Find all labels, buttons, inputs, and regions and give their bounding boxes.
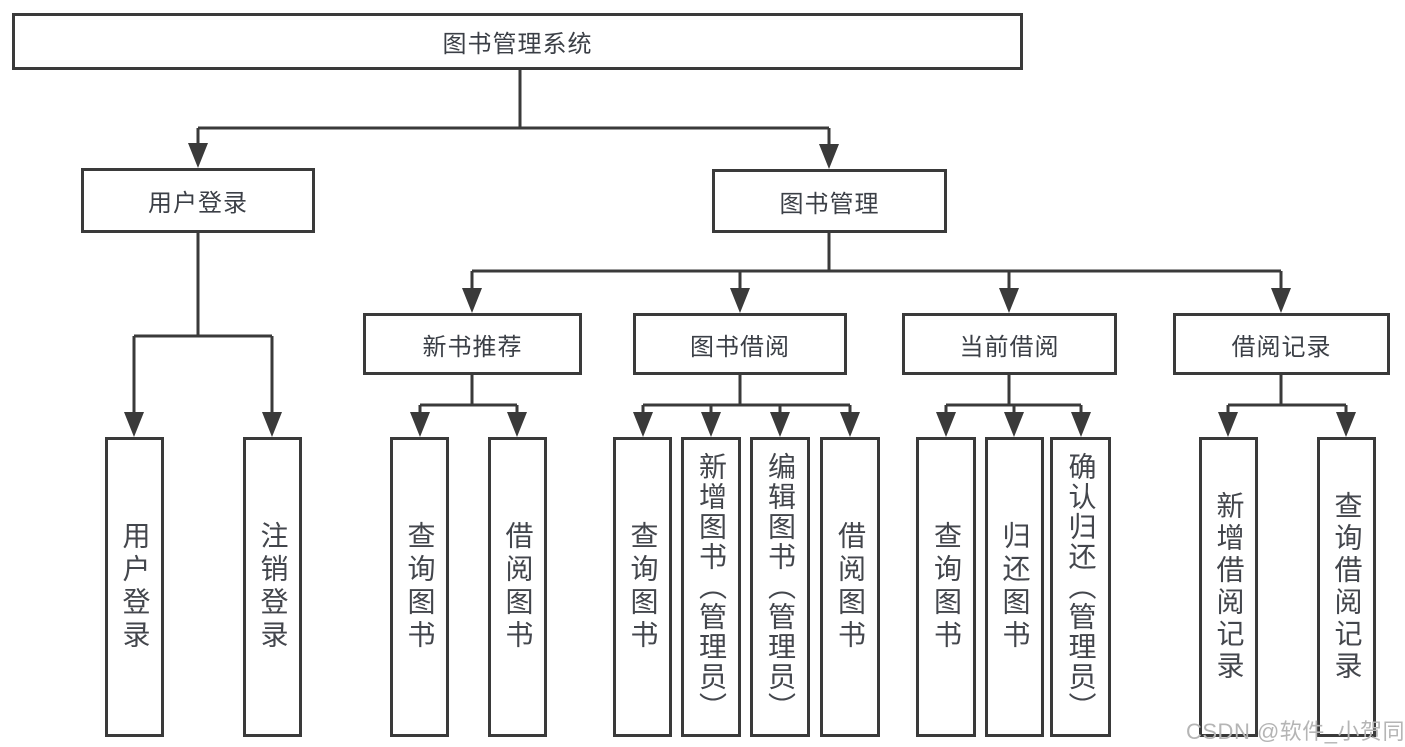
node-label: 查询借阅记录 <box>1331 491 1363 683</box>
node-leaf-edit-book-admin: 编辑图书（管理员） <box>750 437 810 737</box>
node-label: 查询图书 <box>404 521 436 653</box>
node-label: 借阅记录 <box>1231 333 1332 361</box>
node-leaf-confirm-return-admin: 确认归还（管理员） <box>1050 437 1111 737</box>
node-leaf-add-borrow-record: 新增借阅记录 <box>1199 437 1258 737</box>
node-new-book-recommend: 新书推荐 <box>363 313 582 375</box>
node-label: 归还图书 <box>999 521 1031 653</box>
node-leaf-query-borrow-record: 查询借阅记录 <box>1317 437 1376 737</box>
node-label: 查询图书 <box>931 521 962 653</box>
node-label: 图书借阅 <box>690 333 790 361</box>
node-leaf-logout: 注销登录 <box>243 437 302 737</box>
node-book-borrowing: 图书借阅 <box>633 313 847 375</box>
node-leaf-return-books: 归还图书 <box>985 437 1044 737</box>
node-label: 用户登录 <box>148 190 248 217</box>
node-current-borrowing: 当前借阅 <box>902 313 1117 375</box>
node-book-management: 图书管理 <box>712 169 947 233</box>
node-label: 图书管理 <box>779 190 880 218</box>
node-label: 确认归还（管理员） <box>1065 452 1097 722</box>
node-leaf-borrow-books-recommend: 借阅图书 <box>488 437 547 737</box>
node-label: 查询图书 <box>627 521 659 653</box>
node-label: 新增图书（管理员） <box>696 452 727 722</box>
node-label: 编辑图书（管理员） <box>765 452 796 722</box>
node-user-login-branch: 用户登录 <box>81 168 315 233</box>
node-leaf-borrow-books: 借阅图书 <box>820 437 880 737</box>
node-leaf-user-login: 用户登录 <box>105 437 164 737</box>
node-label: 图书管理系统 <box>442 31 593 58</box>
node-label: 新增借阅记录 <box>1213 491 1245 683</box>
node-leaf-query-books-recommend: 查询图书 <box>390 437 449 737</box>
node-leaf-add-book-admin: 新增图书（管理员） <box>681 437 741 737</box>
node-leaf-query-books-current: 查询图书 <box>916 437 976 737</box>
node-label: 注销登录 <box>257 521 289 653</box>
csdn-watermark: CSDN @软件_小贺同学 <box>1186 719 1405 744</box>
node-label: 当前借阅 <box>959 333 1060 361</box>
node-library-management-system: 图书管理系统 <box>12 13 1023 70</box>
node-label: 用户登录 <box>119 521 151 653</box>
node-label: 新书推荐 <box>422 333 523 361</box>
node-borrowing-records: 借阅记录 <box>1173 313 1390 375</box>
node-label: 借阅图书 <box>835 521 866 653</box>
node-leaf-query-books-borrow: 查询图书 <box>613 437 672 737</box>
node-label: 借阅图书 <box>502 521 534 653</box>
